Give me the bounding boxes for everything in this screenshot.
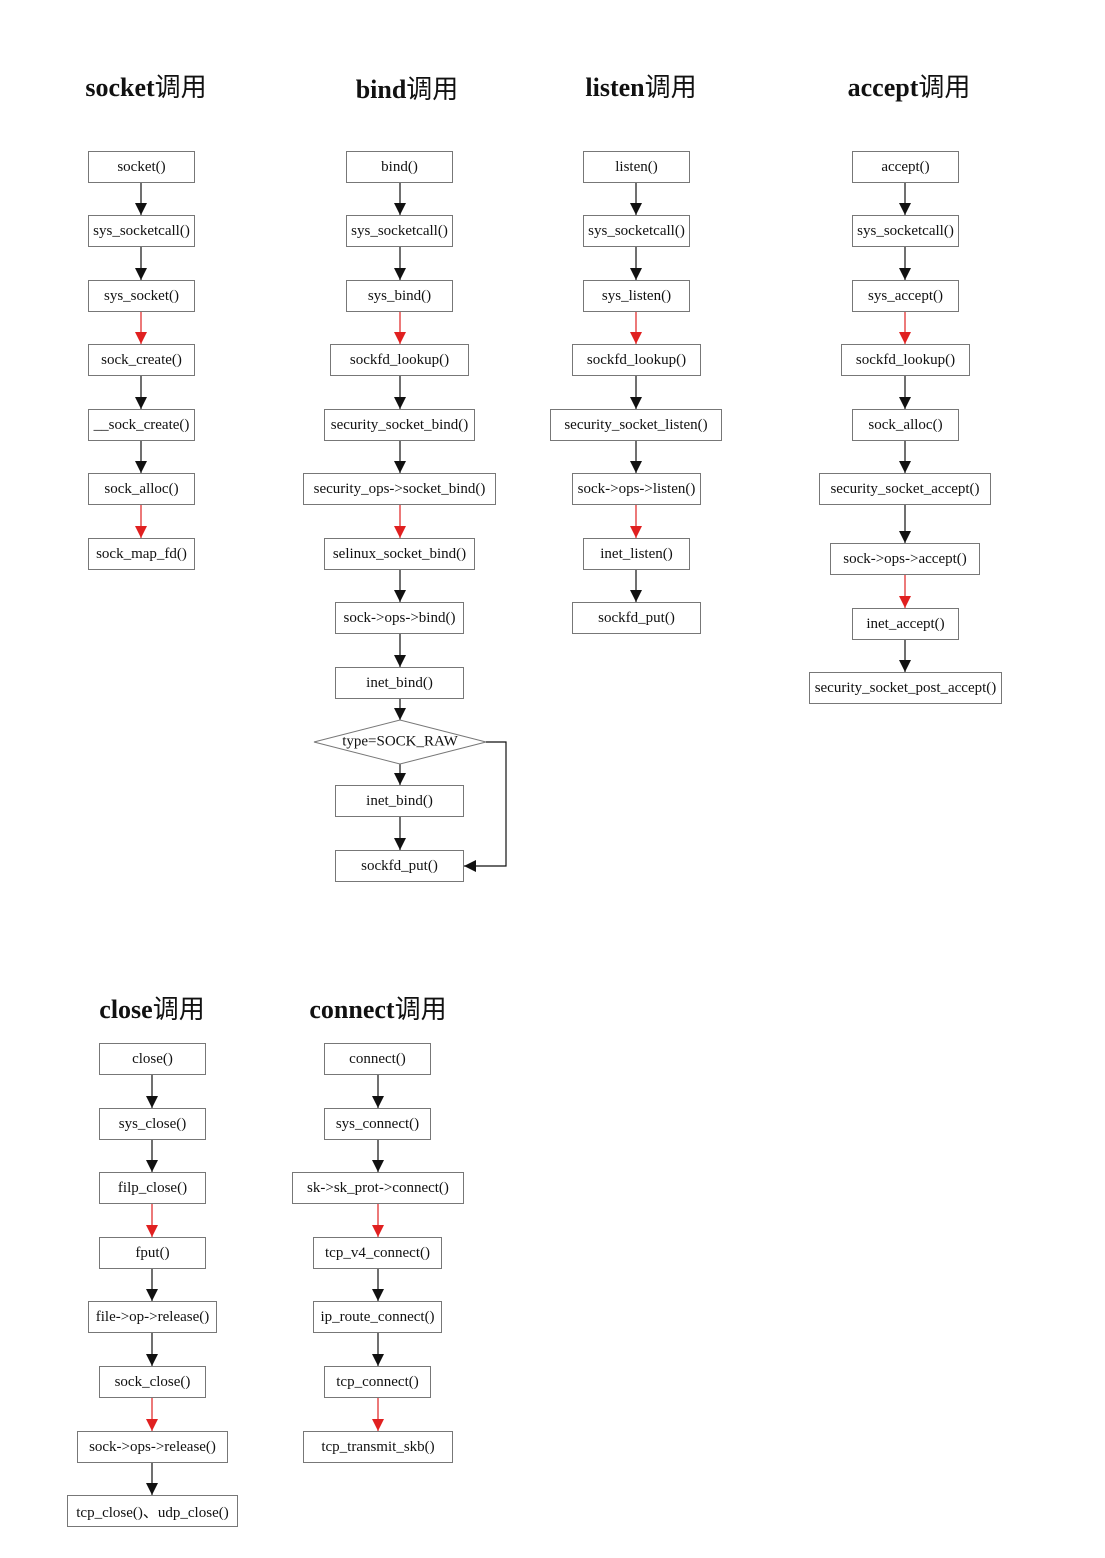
flow-title-name: socket <box>85 73 155 102</box>
flow-node: sys_socketcall() <box>583 215 690 247</box>
flow-node: tcp_close()、udp_close() <box>67 1495 238 1527</box>
flow-title-name: accept <box>847 73 919 102</box>
flow-node: fput() <box>99 1237 206 1269</box>
flow-node: __sock_create() <box>88 409 195 441</box>
flow-node: security_socket_listen() <box>550 409 722 441</box>
flow-node: accept() <box>852 151 959 183</box>
flow-title-name: close <box>99 995 153 1024</box>
flow-node: sockfd_put() <box>335 850 464 882</box>
flow-node: connect() <box>324 1043 431 1075</box>
flow-title-close: close调用 <box>99 994 204 1026</box>
flow-node: sock->ops->release() <box>77 1431 228 1463</box>
flow-node: tcp_v4_connect() <box>313 1237 442 1269</box>
flow-title-suffix: 调用 <box>154 73 207 102</box>
flow-node: sock->ops->listen() <box>572 473 701 505</box>
flow-node: sock_alloc() <box>88 473 195 505</box>
flow-node: close() <box>99 1043 206 1075</box>
flow-node: sys_listen() <box>583 280 690 312</box>
flow-node: sock_alloc() <box>852 409 959 441</box>
bypass-arrow <box>464 741 507 872</box>
flow-title-suffix: 调用 <box>394 995 447 1024</box>
flow-node: socket() <box>88 151 195 183</box>
flow-title-bind: bind调用 <box>356 74 459 106</box>
flow-node: selinux_socket_bind() <box>324 538 475 570</box>
flow-node: security_socket_accept() <box>819 473 991 505</box>
flow-node: inet_accept() <box>852 608 959 640</box>
flow-node: sys_close() <box>99 1108 206 1140</box>
flow-node: listen() <box>583 151 690 183</box>
flow-title-suffix: 调用 <box>152 995 205 1024</box>
flow-title-suffix: 调用 <box>644 73 697 102</box>
flow-node: inet_listen() <box>583 538 690 570</box>
flow-title-socket: socket调用 <box>85 72 206 104</box>
flow-node: sys_socketcall() <box>88 215 195 247</box>
flow-node: inet_bind() <box>335 785 464 817</box>
flow-node: filp_close() <box>99 1172 206 1204</box>
flow-node: sockfd_lookup() <box>330 344 469 376</box>
flow-node: sys_socketcall() <box>346 215 453 247</box>
flow-node: sock->ops->accept() <box>830 543 980 575</box>
flow-node: sys_socket() <box>88 280 195 312</box>
flow-title-name: connect <box>309 995 395 1024</box>
flow-node: sock_close() <box>99 1366 206 1398</box>
flow-node: sock_map_fd() <box>88 538 195 570</box>
flow-node: sockfd_lookup() <box>841 344 970 376</box>
flow-title-listen: listen调用 <box>585 72 696 104</box>
flow-node: sock_create() <box>88 344 195 376</box>
flow-node: sys_socketcall() <box>852 215 959 247</box>
flow-node: security_socket_bind() <box>324 409 475 441</box>
flow-title-name: listen <box>585 73 645 102</box>
flow-node: ip_route_connect() <box>313 1301 442 1333</box>
flow-node: file->op->release() <box>88 1301 217 1333</box>
flow-title-name: bind <box>355 75 407 104</box>
flow-node: sk->sk_prot->connect() <box>292 1172 464 1204</box>
flow-title-suffix: 调用 <box>406 75 459 104</box>
flow-node: sys_connect() <box>324 1108 431 1140</box>
flow-node: sock->ops->bind() <box>335 602 464 634</box>
flow-node: sys_bind() <box>346 280 453 312</box>
flow-node: sockfd_put() <box>572 602 701 634</box>
decision-label: type=SOCK_RAW <box>342 733 458 750</box>
flow-node: security_ops->socket_bind() <box>303 473 496 505</box>
flow-title-accept: accept调用 <box>848 72 971 104</box>
flow-title-suffix: 调用 <box>918 73 971 102</box>
flow-node: security_socket_post_accept() <box>809 672 1002 704</box>
flow-title-connect: connect调用 <box>309 994 446 1026</box>
flow-node: sockfd_lookup() <box>572 344 701 376</box>
flow-node: sys_accept() <box>852 280 959 312</box>
flow-node: inet_bind() <box>335 667 464 699</box>
flow-node: bind() <box>346 151 453 183</box>
flow-node: tcp_transmit_skb() <box>303 1431 453 1463</box>
flow-node: tcp_connect() <box>324 1366 431 1398</box>
